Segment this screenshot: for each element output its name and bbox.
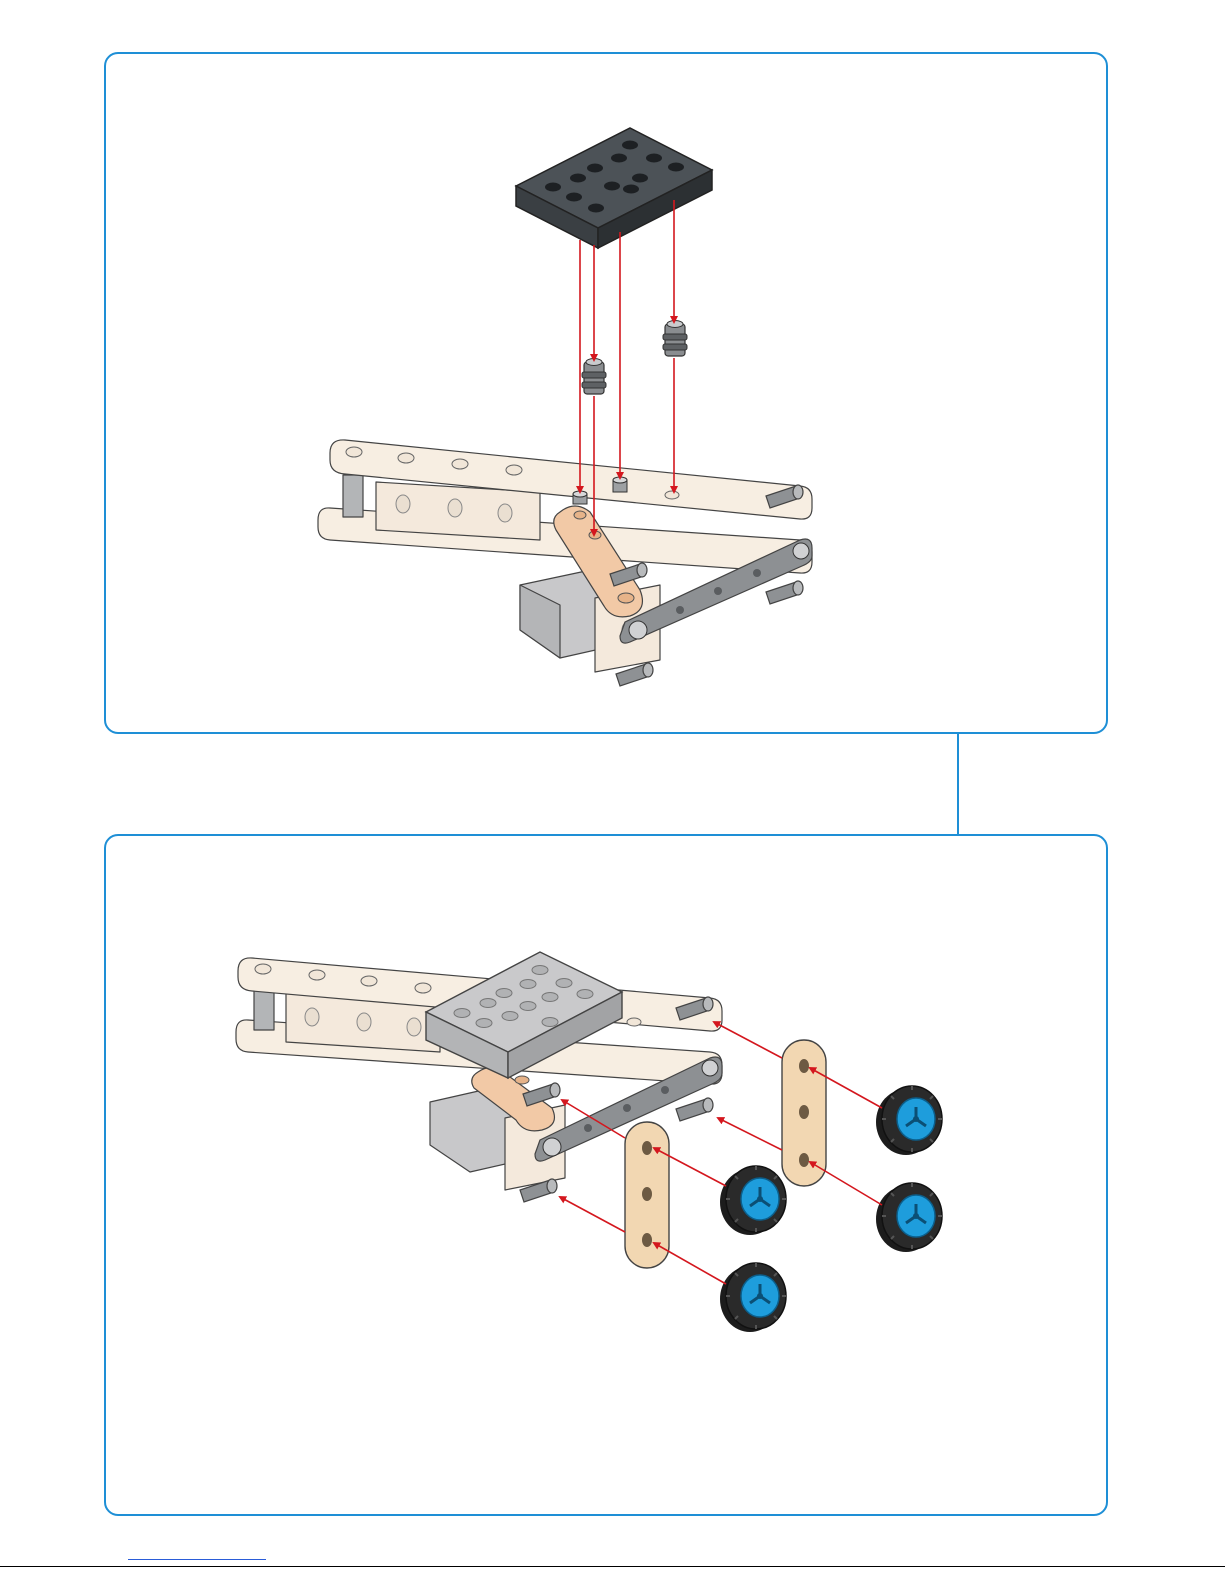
wheel-icon	[720, 1166, 786, 1235]
connector-icon	[663, 321, 687, 357]
wheel-icon	[720, 1263, 786, 1332]
step-1-illustration	[318, 128, 812, 686]
strip-icon	[782, 1040, 826, 1186]
arm-assembly	[318, 440, 812, 686]
wheel-icon	[876, 1183, 942, 1252]
strip-icon	[625, 1122, 669, 1268]
wheel-icon	[876, 1086, 942, 1155]
brick-icon	[516, 128, 712, 248]
connector-icon	[582, 359, 606, 395]
step-2-illustration	[236, 952, 942, 1332]
